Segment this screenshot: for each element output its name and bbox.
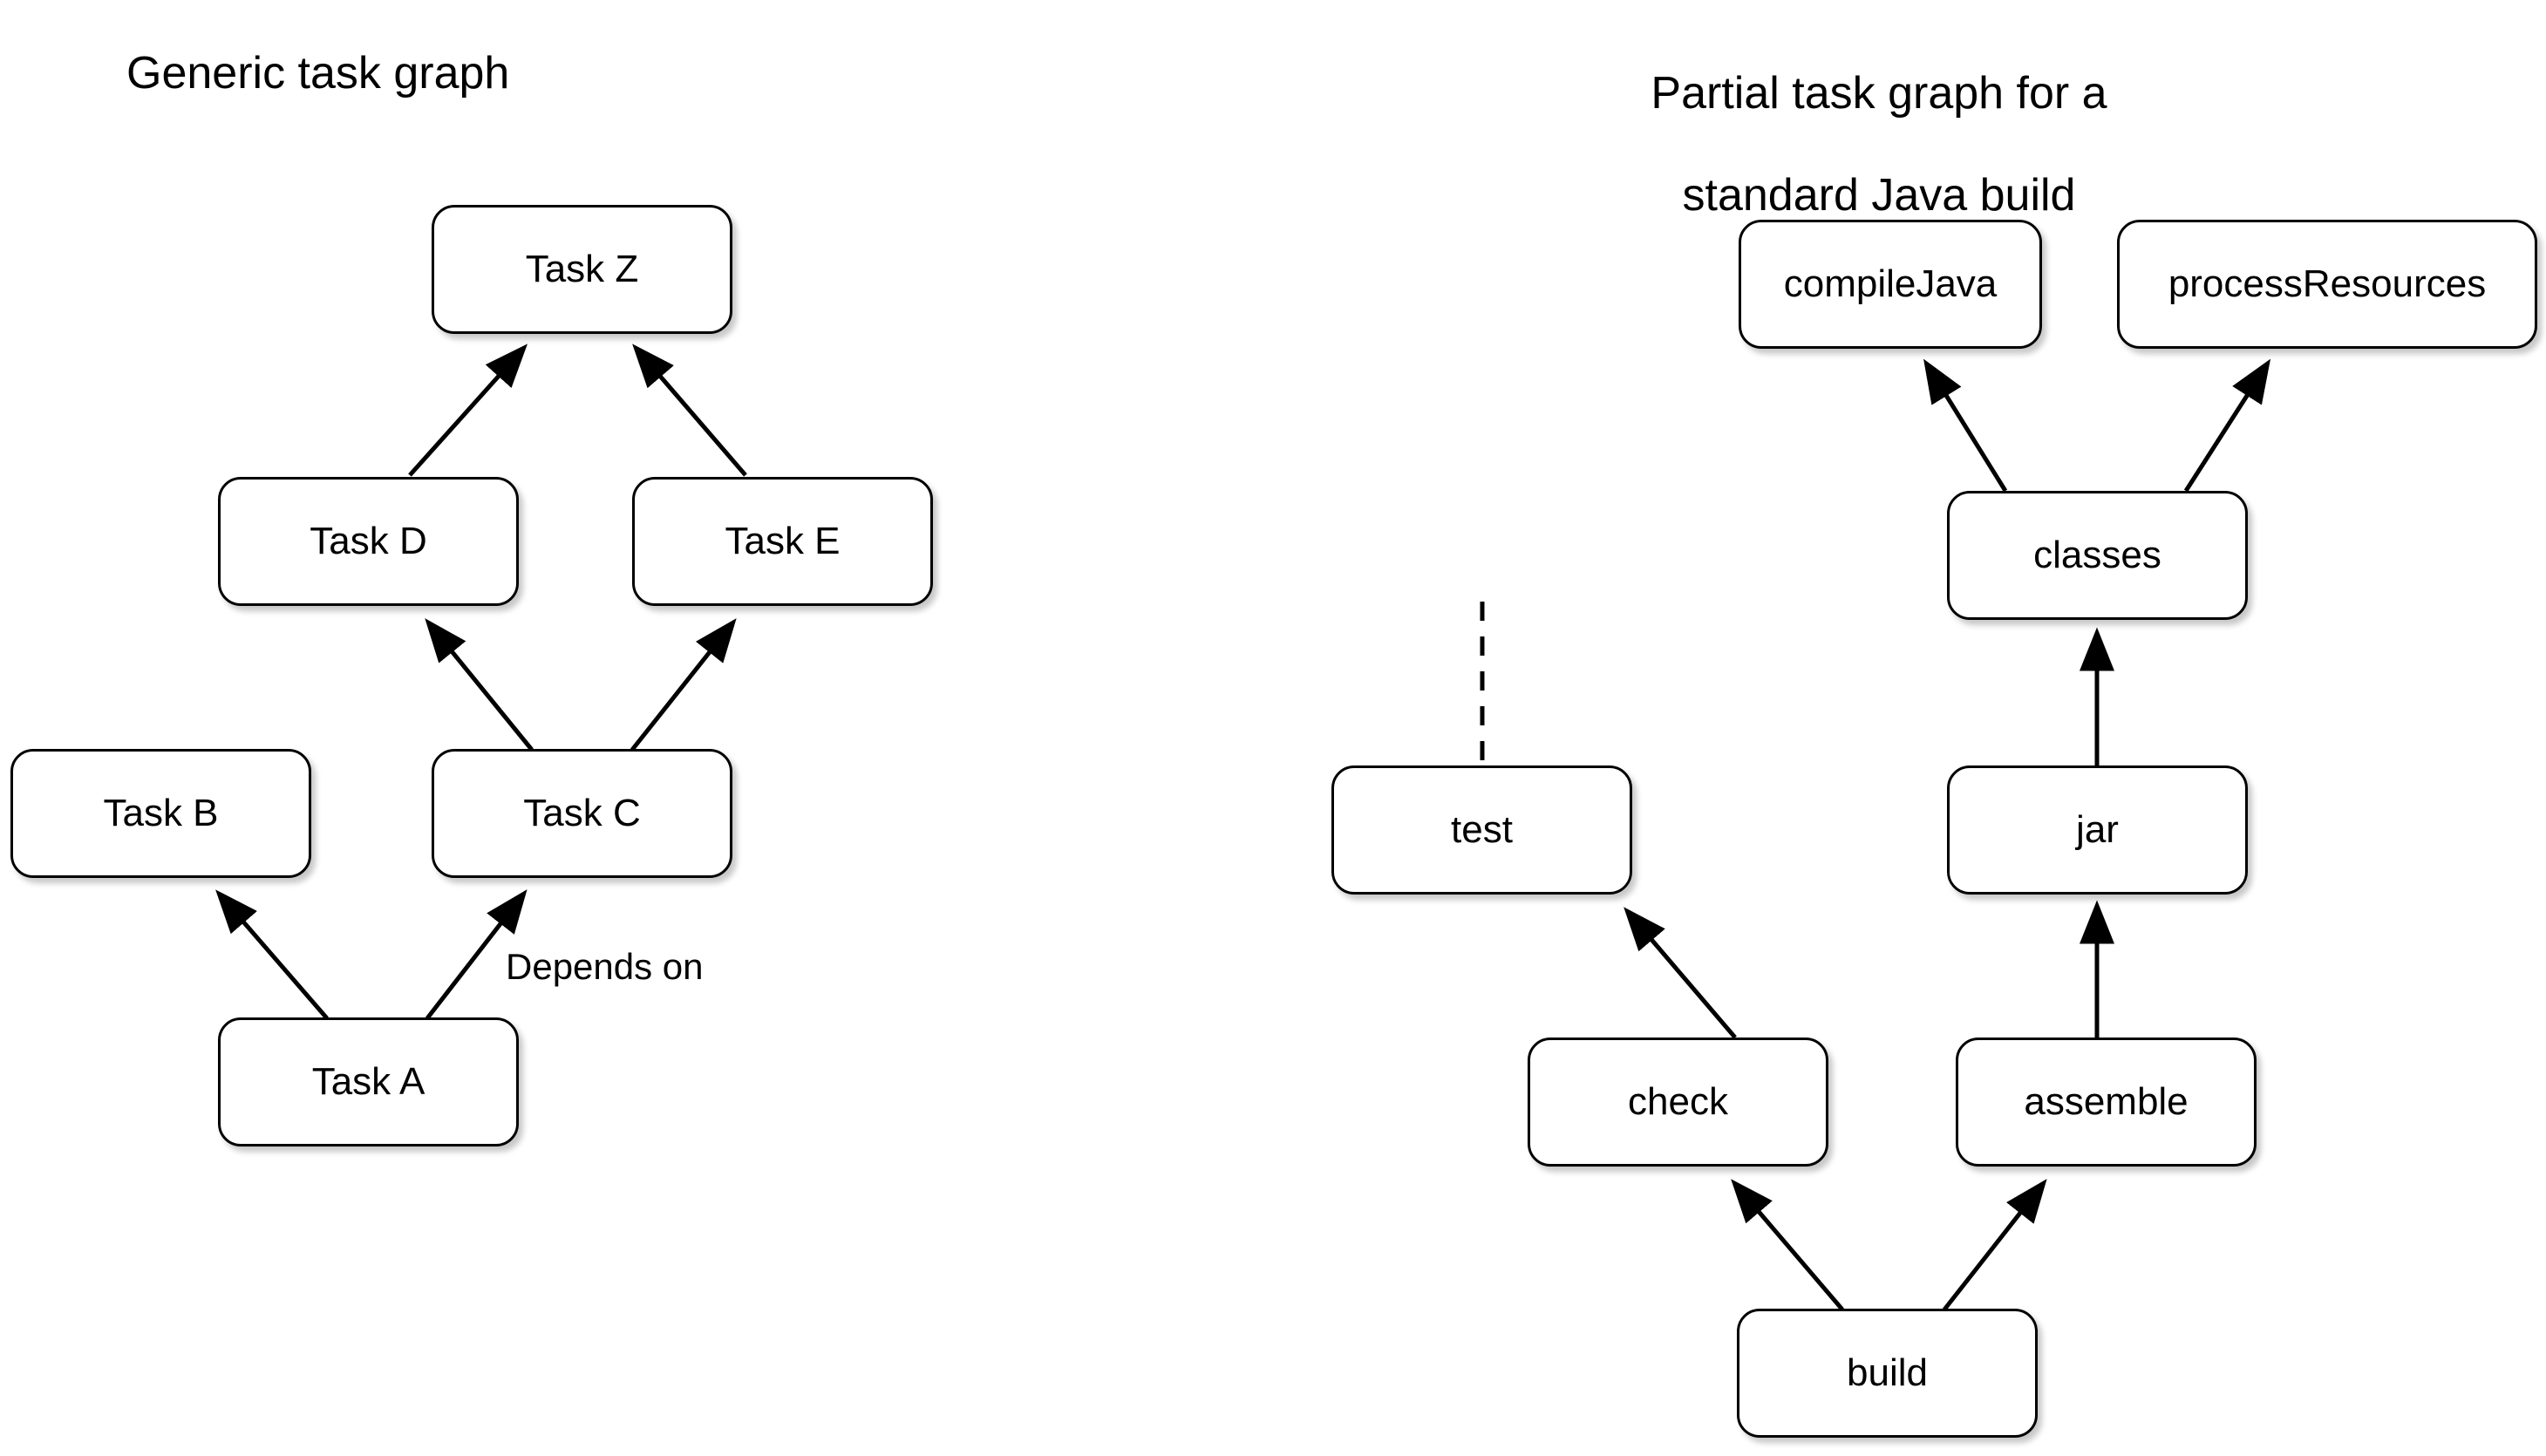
node-task-e-label: Task E	[725, 520, 841, 562]
node-task-d-label: Task D	[310, 520, 427, 562]
node-assemble-label: assemble	[2024, 1080, 2189, 1123]
right-diagram-title-line2: standard Java build	[1682, 169, 2076, 221]
edge-build-to-check	[1731, 1179, 1844, 1311]
edge-taskc-to-taskd	[425, 618, 534, 752]
node-process-resources-label: processResources	[2168, 262, 2487, 305]
node-test[interactable]: test	[1331, 765, 1632, 895]
node-build[interactable]: build	[1737, 1309, 2038, 1438]
edge-taskc-to-taske	[630, 618, 737, 752]
node-task-b-label: Task B	[103, 792, 219, 834]
edge-build-to-assemble	[1943, 1179, 2047, 1311]
right-diagram-title: Partial task graph for a standard Java b…	[1574, 17, 2184, 221]
node-compile-java[interactable]: compileJava	[1739, 220, 2042, 349]
edge-taske-to-taskz	[632, 344, 747, 477]
edge-taska-to-taskc	[425, 889, 528, 1020]
node-classes-label: classes	[2033, 534, 2161, 576]
edge-classes-to-compilejava	[1923, 358, 2008, 493]
node-task-a[interactable]: Task A	[218, 1017, 519, 1146]
depends-on-label: Depends on	[506, 946, 704, 987]
node-compile-java-label: compileJava	[1783, 262, 1998, 305]
node-task-a-label: Task A	[311, 1060, 425, 1103]
edge-classes-to-processresources	[2183, 358, 2271, 493]
node-build-label: build	[1847, 1351, 1928, 1394]
node-process-resources[interactable]: processResources	[2117, 220, 2537, 349]
edge-taskd-to-taskz	[408, 344, 528, 477]
node-assemble[interactable]: assemble	[1956, 1038, 2257, 1167]
edge-check-to-test	[1624, 907, 1737, 1039]
node-task-b[interactable]: Task B	[10, 749, 311, 878]
node-task-z-label: Task Z	[525, 248, 639, 290]
left-diagram-title: Generic task graph	[126, 48, 510, 99]
node-jar-label: jar	[2076, 808, 2119, 851]
right-diagram-title-line1: Partial task graph for a	[1651, 68, 2107, 119]
node-check[interactable]: check	[1528, 1038, 1828, 1167]
node-task-c-label: Task C	[523, 792, 641, 834]
node-check-label: check	[1628, 1080, 1728, 1123]
node-task-c[interactable]: Task C	[432, 749, 732, 878]
node-task-e[interactable]: Task E	[632, 477, 933, 606]
edge-taska-to-taskb	[215, 889, 329, 1020]
node-test-label: test	[1451, 808, 1513, 851]
node-classes[interactable]: classes	[1947, 491, 2248, 620]
node-jar[interactable]: jar	[1947, 765, 2248, 895]
node-task-d[interactable]: Task D	[218, 477, 519, 606]
node-task-z[interactable]: Task Z	[432, 205, 732, 334]
